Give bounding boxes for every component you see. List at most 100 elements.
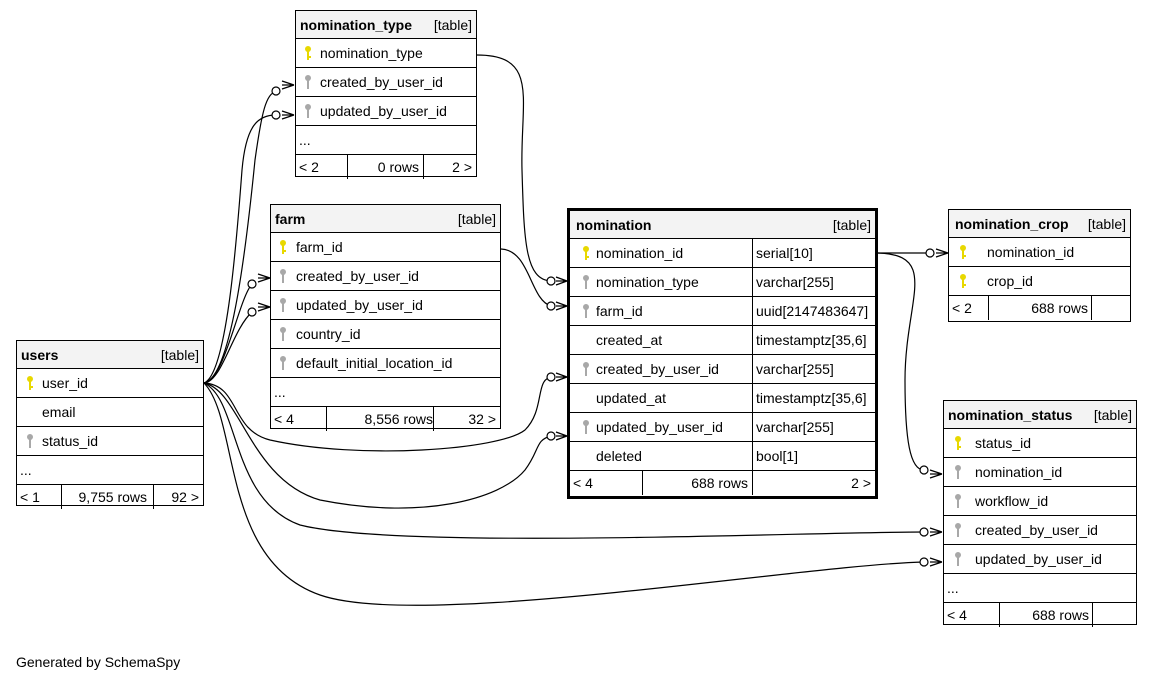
column-row[interactable]: updated_by_user_id varchar[255] [570,413,875,442]
edge-nomination-type-updated-by [203,114,277,384]
column-name: farm_id [596,303,643,319]
column-row[interactable]: created_by_user_id [271,262,500,291]
children-link[interactable]: 2 > [851,475,871,491]
table-tag: [table] [1087,216,1126,232]
column-row[interactable]: default_initial_location_id [271,349,500,378]
column-row[interactable]: created_by_user_id varchar[255] [570,355,875,384]
table-nomination[interactable]: nomination [table] nomination_id serial[… [567,208,878,499]
edge-circle [247,307,257,317]
column-row[interactable]: farm_id uuid[2147483647] [570,297,875,326]
primary-key-icon [960,245,966,259]
column-row[interactable]: nomination_type [296,39,476,68]
table-nomination-type[interactable]: nomination_type [table] nomination_type … [295,10,477,179]
table-tag: [table] [1093,407,1132,423]
column-row[interactable]: workflow_id [944,487,1136,516]
edge-circle [271,86,281,96]
parents-link[interactable]: < 4 [947,607,967,623]
column-row[interactable]: ... [271,378,500,407]
table-nomination-status[interactable]: nomination_status [table] status_id nomi… [943,400,1137,627]
column-row[interactable]: email [17,398,203,427]
foreign-key-icon [305,75,311,89]
table-nomination-crop[interactable]: nomination_crop [table] nomination_id cr… [948,209,1131,322]
foreign-key-icon [280,298,286,312]
table-tag: [table] [832,217,871,233]
column-row[interactable]: created_by_user_id [296,68,476,97]
column-row[interactable]: ... [944,574,1136,603]
column-row[interactable]: status_id [17,427,203,456]
table-header[interactable]: nomination_status [table] [944,401,1136,429]
parents-link[interactable]: < 2 [952,300,972,316]
column-name: created_by_user_id [296,268,419,284]
column-name: deleted [596,448,642,464]
table-users[interactable]: users [table] user_id email status_id ..… [16,340,204,509]
column-row[interactable]: updated_by_user_id [296,97,476,126]
table-name: nomination [576,217,652,233]
table-header[interactable]: users [table] [17,341,203,369]
column-row[interactable]: nomination_id [949,238,1130,267]
edge-farm-created-by [203,283,253,384]
table-header[interactable]: nomination_type [table] [296,11,476,39]
table-header[interactable]: nomination_crop [table] [949,210,1130,238]
foreign-key-icon [27,434,33,448]
table-footer: < 1 9,755 rows 92 > [17,485,203,509]
parents-link[interactable]: < 4 [573,475,593,491]
column-type: serial[10] [756,245,813,261]
children-link[interactable]: 2 > [452,159,472,175]
column-name: updated_by_user_id [975,551,1102,567]
foreign-key-icon [955,465,961,479]
column-row[interactable]: crop_id [949,267,1130,296]
children-link[interactable]: 32 > [468,411,496,427]
column-row[interactable]: ... [296,126,476,155]
generated-by-note: Generated by SchemaSpy [16,654,181,670]
column-row[interactable]: status_id [944,429,1136,458]
column-row[interactable]: updated_at timestamptz[35,6] [570,384,875,413]
crowfoot [257,273,271,283]
crowfoot [257,302,271,312]
table-footer: < 4 688 rows 2 > [570,471,875,495]
edge-circle [925,248,935,258]
foreign-key-icon [305,104,311,118]
edge-nomination-updated-by [203,382,552,509]
edge-status-created-by [203,382,925,539]
column-row[interactable]: country_id [271,320,500,349]
column-name: status_id [42,433,99,449]
column-row[interactable]: deleted bool[1] [570,442,875,471]
parents-link[interactable]: < 2 [299,159,319,175]
column-row[interactable]: nomination_id serial[10] [570,239,875,268]
column-row[interactable]: user_id [17,369,203,398]
column-name: ... [947,580,959,596]
edge-circle [546,301,556,311]
column-row[interactable]: farm_id [271,233,500,262]
table-header[interactable]: nomination [table] [570,211,875,239]
crowfoot [929,557,943,567]
primary-key-icon [960,274,966,288]
table-farm[interactable]: farm [table] farm_id created_by_user_id … [270,204,501,431]
column-row[interactable]: nomination_id [944,458,1136,487]
foreign-key-icon [955,494,961,508]
parents-link[interactable]: < 1 [20,489,40,505]
column-row[interactable]: nomination_type varchar[255] [570,268,875,297]
column-row[interactable]: updated_by_user_id [271,291,500,320]
table-header[interactable]: farm [table] [271,205,500,233]
children-link[interactable]: 92 > [171,489,199,505]
column-name: created_by_user_id [975,522,1098,538]
foreign-key-icon [280,327,286,341]
edge-status-nomination [877,252,925,471]
edge-status-updated-by [203,382,925,606]
column-name: created_by_user_id [320,74,443,90]
row-count: 688 rows [1031,300,1088,316]
column-type: bool[1] [756,448,799,464]
column-row[interactable]: created_by_user_id [944,516,1136,545]
column-row[interactable]: ... [17,456,203,485]
foreign-key-icon [583,420,589,434]
column-name: created_at [596,332,663,348]
row-count: 688 rows [691,475,748,491]
parents-link[interactable]: < 4 [274,411,294,427]
column-row[interactable]: created_at timestamptz[35,6] [570,326,875,355]
row-count: 8,556 rows [364,411,433,427]
column-row[interactable]: updated_by_user_id [944,545,1136,574]
column-type: varchar[255] [756,274,834,290]
column-name: nomination_id [975,464,1063,480]
primary-key-icon [583,246,589,260]
